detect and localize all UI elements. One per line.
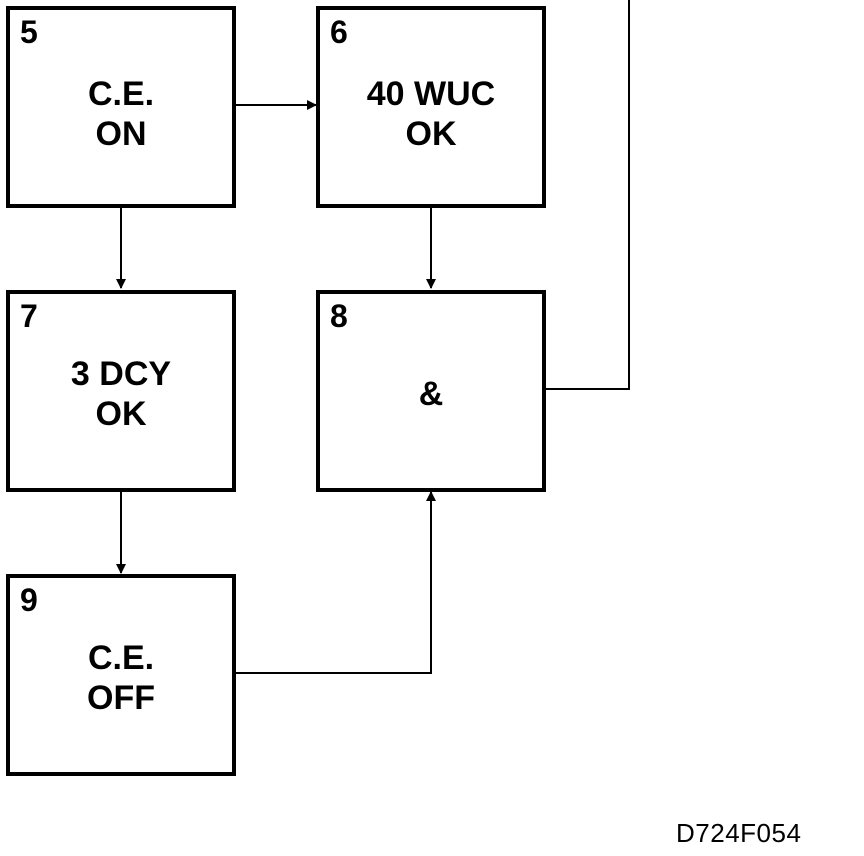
- figure-id: D724F054: [676, 818, 802, 848]
- box-6-40-wuc-ok: 6 40 WUC OK: [316, 6, 546, 208]
- box-label: 40 WUC OK: [320, 74, 542, 154]
- box-label: &: [320, 374, 542, 414]
- box-9-ce-off: 9 C.E. OFF: [6, 574, 236, 776]
- box-number: 5: [20, 14, 38, 50]
- arrow-9-to-8: [234, 491, 436, 674]
- box-label-line2: OFF: [87, 679, 155, 717]
- line-8-output: [543, 0, 630, 390]
- box-label: 3 DCY OK: [10, 354, 232, 434]
- box-number: 8: [330, 298, 348, 334]
- box-7-3-dcy-ok: 7 3 DCY OK: [6, 290, 236, 492]
- box-label-line1: C.E.: [87, 639, 155, 677]
- box-label-line2: OK: [95, 395, 147, 433]
- box-8-and-gate: 8 &: [316, 290, 546, 492]
- box-label-line2: OK: [405, 115, 457, 153]
- box-label-line2: ON: [95, 115, 147, 153]
- box-label-line1: &: [418, 375, 444, 413]
- box-5-ce-on: 5 C.E. ON: [6, 6, 236, 208]
- box-label-line1: 40 WUC: [366, 75, 496, 113]
- box-label-line1: 3 DCY: [70, 355, 172, 393]
- box-number: 7: [20, 298, 38, 334]
- box-label-line1: C.E.: [87, 75, 155, 113]
- box-label: C.E. OFF: [10, 638, 232, 718]
- box-number: 6: [330, 14, 348, 50]
- box-number: 9: [20, 582, 38, 618]
- box-label: C.E. ON: [10, 74, 232, 154]
